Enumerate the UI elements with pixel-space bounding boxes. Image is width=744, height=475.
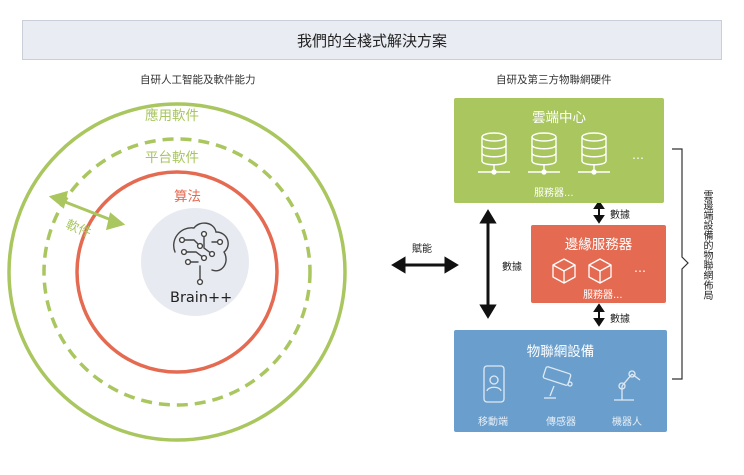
cube-icon [588, 258, 612, 284]
page-title-bar: 我們的全棧式解決方案 [22, 20, 722, 60]
edge-iot-data-arrow [593, 303, 605, 327]
edge-cube-icons [552, 258, 612, 284]
edge-server-title: 邊緣服務器 [564, 237, 633, 253]
edge-servers-label: 服務器... [583, 290, 623, 301]
ring-label-application-software: 應用軟件 [145, 108, 199, 124]
iot-devices-box: 物聯網設備 移動端 傳感器 機器人 [454, 330, 667, 432]
empower-label: 賦能 [412, 244, 432, 255]
brain-label: Brain++ [170, 290, 233, 306]
middle-ring [42, 137, 312, 407]
cloud-center-box: 雲端中心 [454, 98, 664, 203]
server-icon [528, 132, 560, 175]
camera-sensor-icon [542, 366, 573, 399]
edge-more-dots: … [634, 261, 646, 275]
ring-label-platform-software: 平台軟件 [145, 150, 199, 166]
cloud-servers-label: 服務器... [534, 188, 574, 199]
layout-bracket [672, 148, 689, 380]
data-label-edge-iot: 數據 [610, 314, 630, 325]
left-section-title: 自研人工智能及軟件能力 [140, 74, 256, 86]
right-section-title: 自研及第三方物聯網硬件 [496, 74, 612, 86]
iot-devices-title: 物聯網設備 [526, 344, 595, 360]
mobile-phone-icon [483, 365, 505, 403]
bracket-label: 雲邊端設備的物聯網佈局 [701, 190, 712, 300]
cloud-edge-data-arrow [593, 200, 605, 224]
ring-label-algorithm: 算法 [174, 189, 201, 205]
data-label-cloud-edge: 數據 [610, 210, 630, 221]
device-label-robot: 機器人 [612, 417, 642, 428]
server-icon [478, 132, 510, 175]
cloud-server-icons [478, 132, 610, 175]
cloud-center-title: 雲端中心 [532, 110, 586, 126]
cloud-more-dots: … [632, 148, 644, 162]
server-icon [578, 132, 610, 175]
page-title: 我們的全棧式解決方案 [296, 31, 447, 50]
device-label-sensor: 傳感器 [546, 417, 576, 428]
brain-circuit-icon [173, 222, 229, 286]
iot-device-icons [483, 365, 641, 403]
outer-ring [7, 102, 347, 442]
empower-double-arrow [391, 256, 459, 274]
edge-server-box: 邊緣服務器 … 服務器... [531, 225, 666, 303]
robot-arm-icon [614, 370, 641, 401]
software-double-arrow [48, 190, 126, 231]
data-label-vertical: 數據 [502, 262, 522, 273]
device-label-mobile: 移動端 [478, 417, 508, 428]
inner-ring [75, 170, 279, 374]
vertical-data-arrow [479, 209, 497, 319]
cube-icon [552, 258, 576, 284]
